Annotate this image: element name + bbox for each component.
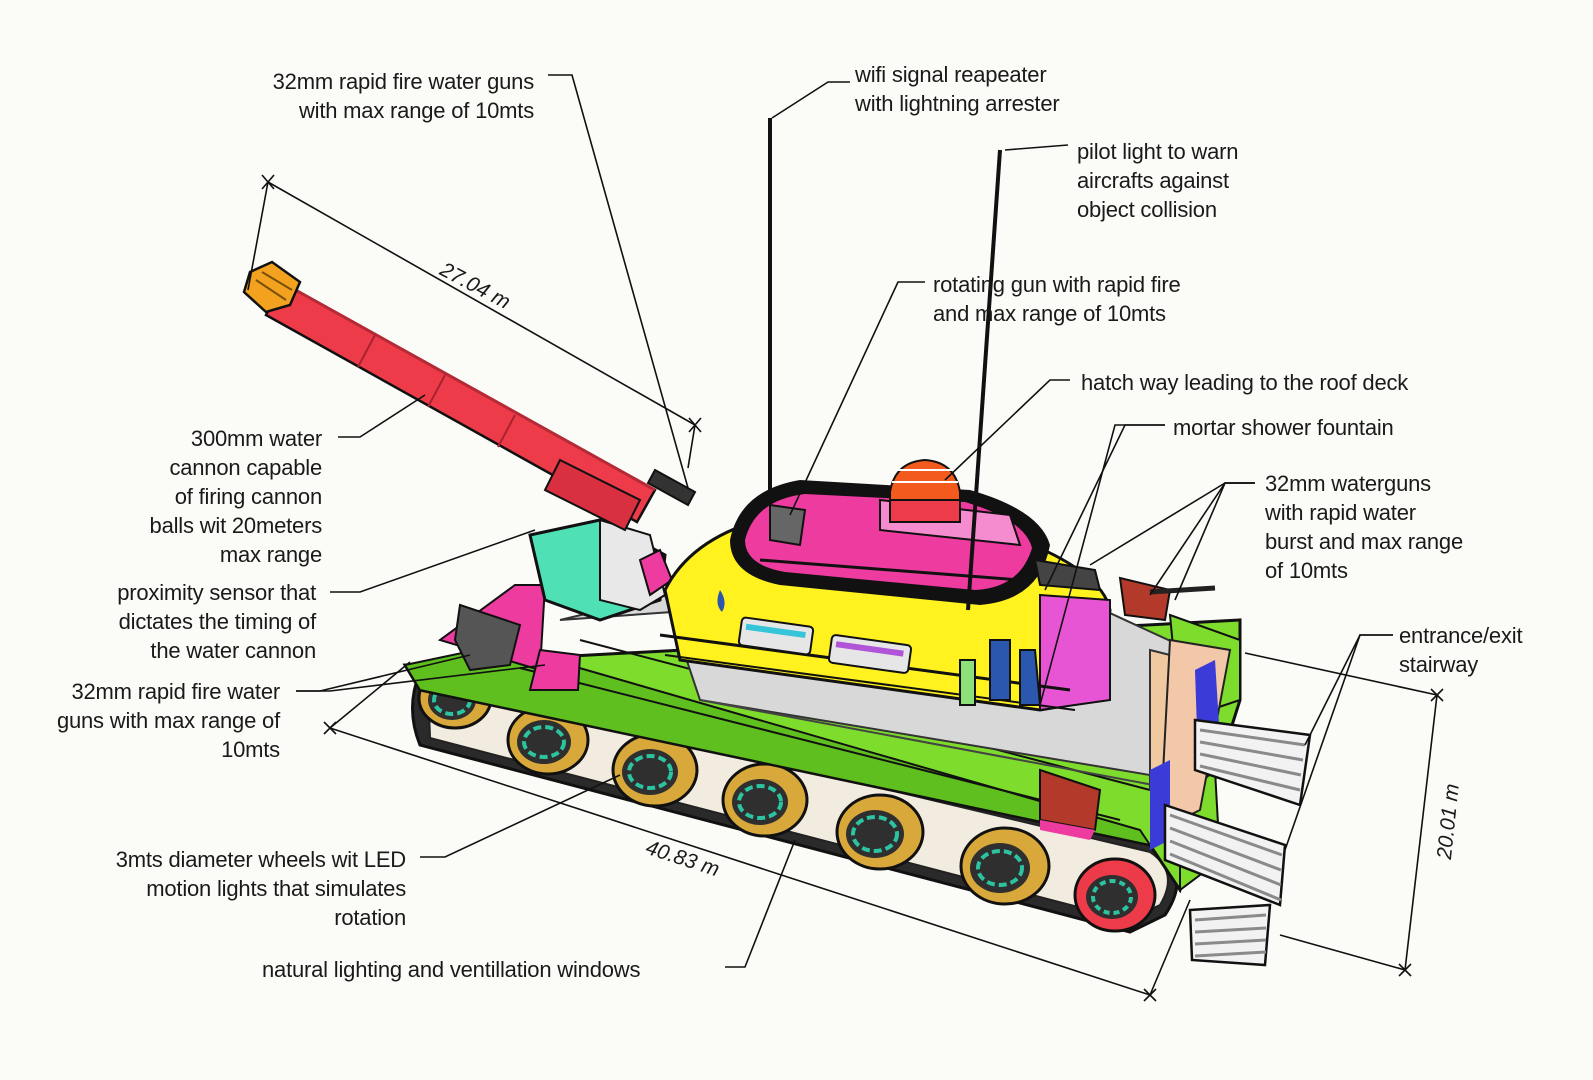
callout-water-guns-left: 32mm rapid fire water guns with max rang… (56, 679, 280, 762)
callout-wheels: 3mts diameter wheels wit LED motion ligh… (115, 847, 406, 930)
wheel (835, 793, 925, 871)
stairways (1163, 718, 1312, 967)
callout-waterguns-right: 32mm waterguns with rapid water burst an… (1265, 471, 1463, 583)
dimension-lines (247, 174, 1444, 1002)
callout-water-guns-top: 32mm rapid fire water guns with max rang… (272, 69, 535, 123)
turret-windows (737, 616, 913, 674)
stairway (1188, 903, 1272, 967)
callout-pilot-light: pilot light to warn aircrafts against ob… (1077, 139, 1239, 222)
callout-proximity-sensor: proximity sensor that dictates the timin… (117, 580, 316, 663)
antennas (768, 118, 1002, 611)
callout-stairway: entrance/exit stairway (1399, 623, 1523, 677)
wheel (721, 762, 809, 838)
front-turret (528, 518, 674, 622)
sprocket-wheel (1073, 857, 1157, 933)
wheel (959, 826, 1051, 906)
callout-windows: natural lighting and ventillation window… (262, 957, 641, 982)
stairway (1163, 803, 1287, 907)
leader-lines (296, 74, 1393, 968)
callout-hatch-way: hatch way leading to the roof deck (1081, 370, 1409, 395)
callout-wifi-repeater: wifi signal reapeater with lightning arr… (855, 62, 1060, 116)
water-guns (453, 468, 1216, 840)
water-cannon (242, 260, 657, 532)
roof-hatch (889, 458, 961, 523)
callout-rotating-gun: rotating gun with rapid fire and max ran… (933, 272, 1181, 326)
callout-mortar-fountain: mortar shower fountain (1173, 415, 1394, 440)
callout-water-cannon: 300mm water cannon capable of firing can… (149, 426, 323, 567)
